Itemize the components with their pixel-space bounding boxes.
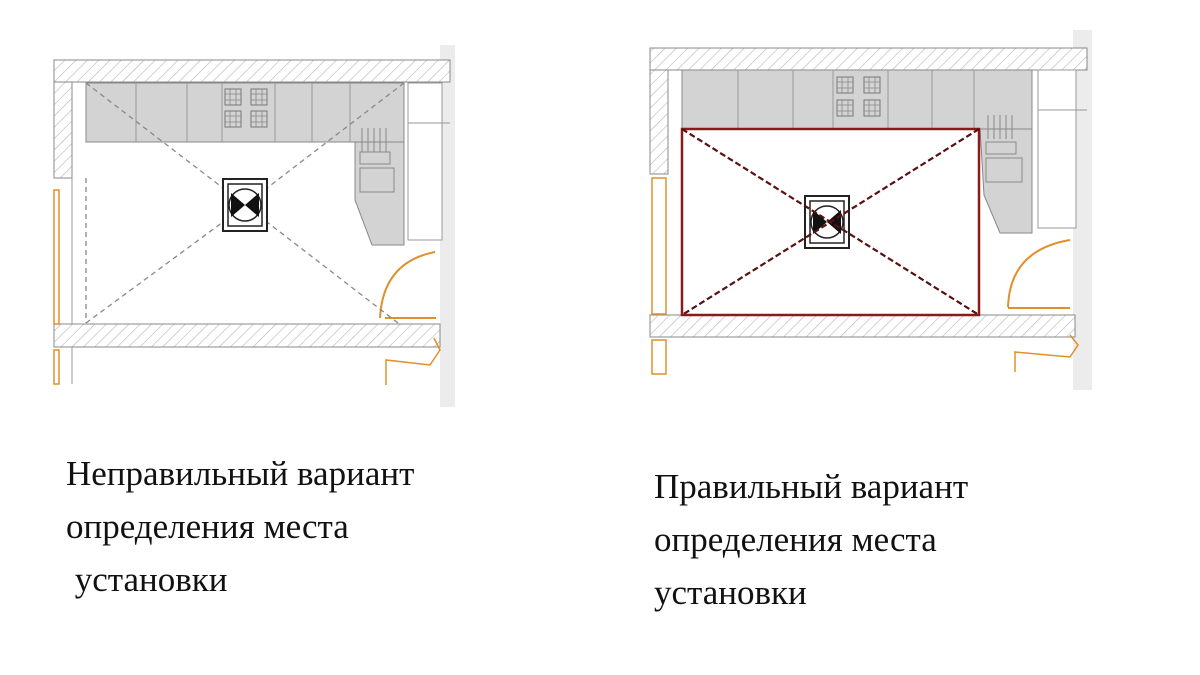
top-wall <box>649 47 1088 71</box>
page-edge <box>440 45 455 407</box>
working-area-outline <box>680 127 981 317</box>
door-swing <box>1007 239 1071 308</box>
top-wall <box>53 59 451 83</box>
fridge-niche <box>407 82 443 241</box>
sink-icon <box>359 128 395 193</box>
corner-cabinet <box>979 128 1033 234</box>
page-edge <box>1073 30 1092 390</box>
corner-cabinet <box>354 141 405 246</box>
kitchen-hood-icon <box>804 195 850 249</box>
sink-icon <box>985 115 1023 183</box>
countertop <box>85 82 405 143</box>
fridge-niche <box>1037 69 1077 229</box>
correct-diagonals <box>681 128 980 316</box>
left-wall <box>649 69 669 175</box>
bottom-wall <box>53 323 441 348</box>
countertop <box>681 69 1033 130</box>
plan-incorrect <box>53 45 455 407</box>
door-swing <box>379 251 436 319</box>
kitchen-hood-icon <box>222 178 268 232</box>
window <box>651 177 667 315</box>
window <box>53 189 60 325</box>
incorrect-diagonals <box>85 82 405 324</box>
plan-correct <box>649 30 1092 390</box>
left-wall <box>53 81 73 179</box>
bottom-wall <box>649 314 1076 338</box>
